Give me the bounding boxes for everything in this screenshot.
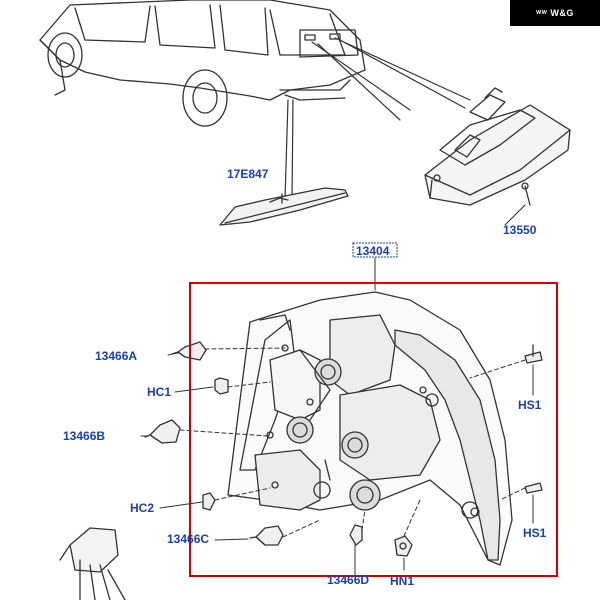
wiring-harness: [59, 527, 126, 600]
label-13466B: 13466B: [63, 429, 105, 443]
label-HC2: HC2: [130, 501, 154, 515]
assembly-dash-lines: [179, 347, 526, 538]
holder-HC1: [214, 377, 229, 395]
label-HS1-bottom: HS1: [523, 526, 547, 540]
label-17E847: 17E847: [227, 167, 269, 181]
vehicle-illustration: [39, 0, 366, 127]
label-HS1-top: HS1: [518, 398, 542, 412]
screw-HS1-bottom: [524, 482, 543, 494]
label-13550: 13550: [503, 223, 537, 237]
label-13466A: 13466A: [95, 349, 137, 363]
brand-mark: ᵂᵂ: [536, 8, 548, 18]
brand-logo: ᵂᵂ W&G: [510, 0, 600, 26]
holder-HC2: [202, 492, 216, 511]
brand-text: W&G: [550, 8, 574, 18]
label-HC1: HC1: [147, 385, 171, 399]
reflector-part: [219, 187, 349, 226]
label-13404: 13404: [356, 244, 390, 258]
tail-lamp-assembly: [227, 291, 513, 566]
main-part-highlight: [352, 242, 398, 258]
number-plate-lamp-part: [424, 87, 571, 206]
assembly-frame: [189, 282, 558, 577]
label-HN1: HN1: [390, 574, 414, 588]
label-13466C: 13466C: [167, 532, 209, 546]
bulb-13466D: [349, 524, 363, 546]
leader-lines-vehicle: [284, 37, 471, 201]
leader-lines-parts: [140, 204, 534, 576]
bulb-13466B: [144, 419, 181, 444]
screw-HS1-top: [524, 344, 543, 364]
label-13466D: 13466D: [327, 573, 369, 587]
bulb-13466C: [249, 525, 284, 546]
nut-HN1: [394, 535, 413, 557]
